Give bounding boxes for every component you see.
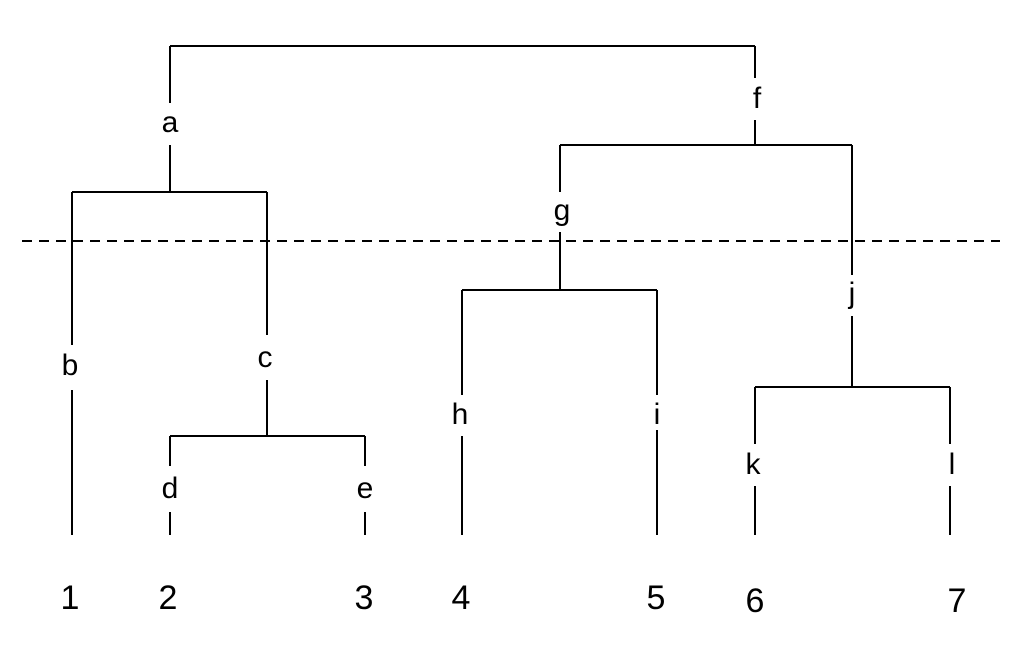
node-label-j: j xyxy=(848,277,856,310)
node-label-h: h xyxy=(452,398,469,431)
leaf-label-2: 2 xyxy=(159,579,178,617)
node-label-d: d xyxy=(162,472,179,505)
leaf-label-7: 7 xyxy=(948,582,967,620)
leaf-label-1: 1 xyxy=(61,579,80,617)
node-label-l: l xyxy=(949,448,956,481)
node-label-k: k xyxy=(746,448,762,481)
node-label-f: f xyxy=(753,82,762,115)
node-label-c: c xyxy=(258,341,273,374)
node-label-b: b xyxy=(62,349,79,382)
node-label-g: g xyxy=(554,194,571,227)
node-label-a: a xyxy=(162,106,179,139)
node-label-e: e xyxy=(357,472,374,505)
leaf-label-5: 5 xyxy=(647,579,666,617)
leaf-label-6: 6 xyxy=(746,582,765,620)
leaf-label-4: 4 xyxy=(452,579,471,617)
node-label-i: i xyxy=(654,398,661,431)
leaf-label-3: 3 xyxy=(355,579,374,617)
